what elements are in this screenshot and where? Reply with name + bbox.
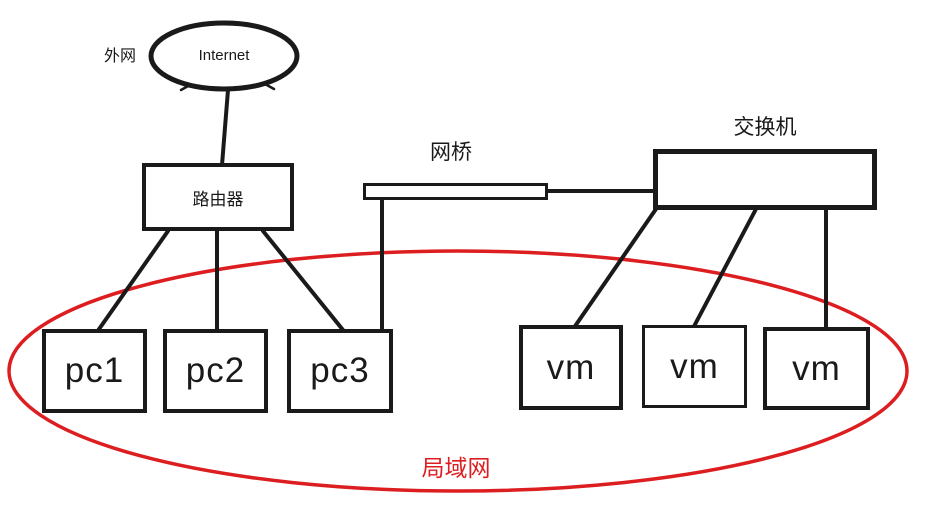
internet-router-link xyxy=(220,88,230,167)
switch-node xyxy=(653,149,877,210)
switch-label: 交换机 xyxy=(733,116,797,139)
vm3-node-label: vm xyxy=(792,348,841,388)
lan-label: 局域网 xyxy=(421,455,491,481)
pc2-node-label: pc2 xyxy=(185,351,246,390)
internet-label: Internet xyxy=(198,47,250,64)
pc3-node-label: pc3 xyxy=(310,351,370,390)
cloud-stray-tick-right xyxy=(263,82,276,91)
lan-boundary-ellipse xyxy=(7,249,909,493)
vm2-node-label: vm xyxy=(670,346,719,386)
router-pc3-link xyxy=(261,229,345,332)
router-pc1-link xyxy=(95,229,170,334)
vm1-node-label: vm xyxy=(546,347,596,387)
router-node: 路由器 xyxy=(142,163,294,231)
vm-node: vm xyxy=(763,327,870,410)
internet-cloud-ellipse xyxy=(148,20,300,92)
external-network-label: 外网 xyxy=(104,48,137,65)
router-node-label: 路由器 xyxy=(192,189,244,209)
bridge-node xyxy=(363,183,548,200)
switch-vm2-link xyxy=(689,207,758,334)
connector-lines-group xyxy=(95,20,828,340)
pc3-node: pc3 xyxy=(287,329,393,413)
pc1-node-label: pc1 xyxy=(64,351,125,390)
bridge-label: 网桥 xyxy=(430,141,472,164)
pc2-node: pc2 xyxy=(163,329,268,413)
switch-vm1-link xyxy=(569,207,658,334)
vm-node: vm xyxy=(519,325,623,410)
cloud-stray-tick-left xyxy=(179,83,192,92)
vm-node: vm xyxy=(642,325,747,408)
pc1-node: pc1 xyxy=(42,329,147,413)
